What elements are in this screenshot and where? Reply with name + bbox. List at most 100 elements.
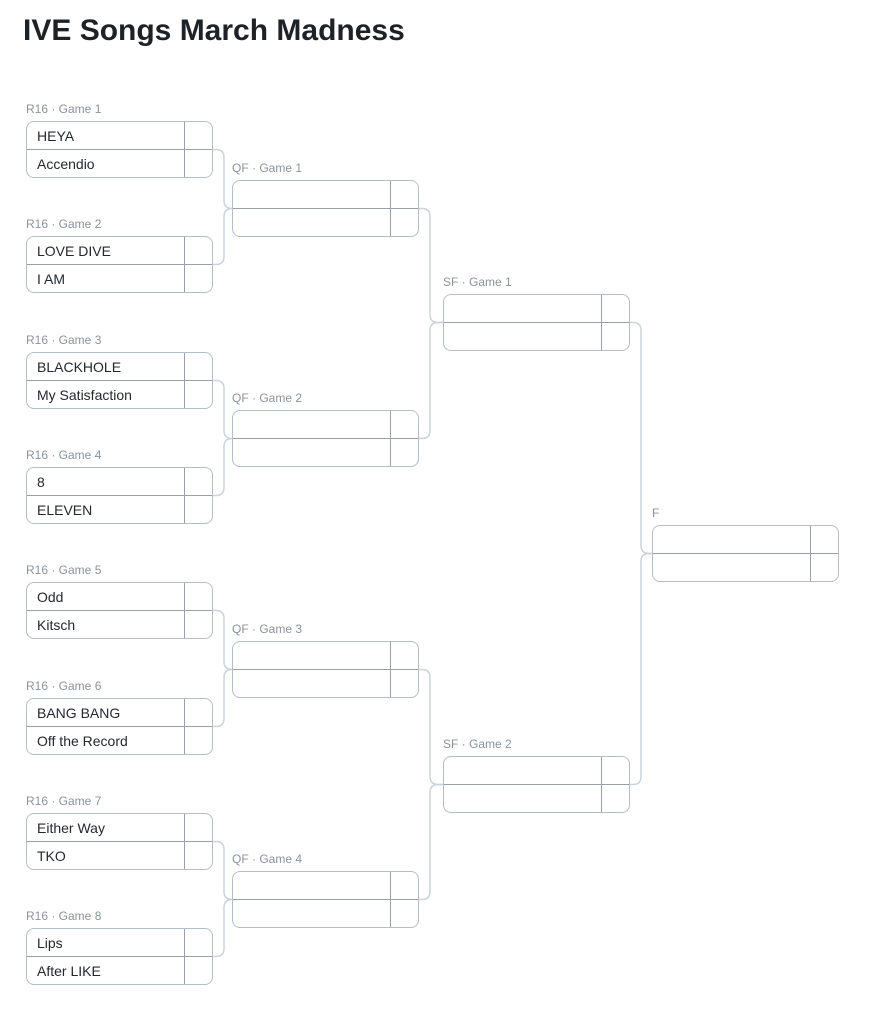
team-score-cell (184, 265, 212, 292)
team-name: Lips (37, 934, 63, 951)
team-name (233, 209, 390, 236)
team-score-cell (601, 757, 629, 784)
match-f-1: F (652, 506, 839, 582)
team-name (653, 554, 810, 581)
team-name: I AM (37, 270, 66, 287)
match-label: R16 · Game 6 (26, 679, 102, 693)
match-box (652, 525, 839, 582)
match-qf-1: QF · Game 1 (232, 161, 419, 237)
team-slot[interactable] (233, 208, 418, 236)
team-slot[interactable]: ELEVEN (27, 495, 212, 523)
match-label: F (652, 506, 660, 520)
team-score-cell (184, 583, 212, 610)
team-slot[interactable]: Lips (27, 929, 212, 956)
team-name (444, 785, 601, 812)
team-slot[interactable] (233, 872, 418, 899)
match-label: R16 · Game 1 (26, 102, 102, 116)
match-qf-4: QF · Game 4 (232, 852, 419, 928)
team-name (653, 526, 810, 553)
match-box (443, 756, 630, 813)
team-slot[interactable]: 8 (27, 468, 212, 495)
team-slot[interactable]: Odd (27, 583, 212, 610)
team-slot[interactable]: After LIKE (27, 956, 212, 984)
team-score-cell (184, 929, 212, 956)
team-score-cell (184, 496, 212, 523)
team-slot[interactable]: Accendio (27, 149, 212, 177)
team-slot[interactable]: LOVE DIVE (27, 237, 212, 264)
team-name: BLACKHOLE (37, 358, 122, 375)
team-name (444, 757, 601, 784)
match-box (232, 410, 419, 467)
team-score-cell (601, 295, 629, 322)
team-slot[interactable] (653, 526, 838, 553)
team-name (444, 323, 601, 350)
team-slot[interactable]: I AM (27, 264, 212, 292)
team-slot[interactable] (233, 669, 418, 697)
match-label: R16 · Game 7 (26, 794, 102, 808)
match-box: BLACKHOLE My Satisfaction (26, 352, 213, 409)
match-box: BANG BANG Off the Record (26, 698, 213, 755)
team-slot[interactable] (233, 899, 418, 927)
team-slot[interactable] (444, 295, 629, 322)
match-box (443, 294, 630, 351)
match-label: QF · Game 1 (232, 161, 303, 175)
team-name (233, 642, 390, 669)
team-score-cell (184, 814, 212, 841)
team-slot[interactable] (233, 642, 418, 669)
team-score-cell (184, 381, 212, 408)
match-label: QF · Game 2 (232, 391, 303, 405)
match-label: SF · Game 2 (443, 737, 512, 751)
team-score-cell (390, 872, 418, 899)
match-label: R16 · Game 8 (26, 909, 102, 923)
team-score-cell (184, 122, 212, 149)
team-slot[interactable]: HEYA (27, 122, 212, 149)
team-score-cell (390, 670, 418, 697)
team-slot[interactable]: Either Way (27, 814, 212, 841)
team-name: BANG BANG (37, 704, 121, 721)
team-slot[interactable] (444, 322, 629, 350)
team-slot[interactable] (444, 784, 629, 812)
match-sf-1: SF · Game 1 (443, 275, 630, 351)
team-slot[interactable]: Kitsch (27, 610, 212, 638)
team-score-cell (390, 900, 418, 927)
team-name: Either Way (37, 819, 105, 836)
team-name: After LIKE (37, 962, 101, 979)
match-label: R16 · Game 3 (26, 333, 102, 347)
team-name (233, 411, 390, 438)
team-score-cell (601, 785, 629, 812)
match-qf-3: QF · Game 3 (232, 622, 419, 698)
team-score-cell (184, 150, 212, 177)
team-name: TKO (37, 847, 66, 864)
match-r16-3: R16 · Game 3 BLACKHOLE My Satisfaction (26, 333, 213, 409)
team-slot[interactable]: BANG BANG (27, 699, 212, 726)
match-box (232, 871, 419, 928)
team-score-cell (390, 411, 418, 438)
team-slot[interactable]: TKO (27, 841, 212, 869)
team-score-cell (184, 611, 212, 638)
team-name (233, 872, 390, 899)
team-slot[interactable] (444, 757, 629, 784)
team-score-cell (184, 842, 212, 869)
team-slot[interactable] (233, 438, 418, 466)
team-slot[interactable] (233, 411, 418, 438)
team-slot[interactable]: My Satisfaction (27, 380, 212, 408)
team-name: Kitsch (37, 616, 76, 633)
team-score-cell (390, 209, 418, 236)
team-slot[interactable] (653, 553, 838, 581)
team-name (233, 181, 390, 208)
team-slot[interactable]: BLACKHOLE (27, 353, 212, 380)
team-name: 8 (37, 473, 45, 490)
team-score-cell (184, 727, 212, 754)
team-slot[interactable] (233, 181, 418, 208)
team-slot[interactable]: Off the Record (27, 726, 212, 754)
match-r16-6: R16 · Game 6 BANG BANG Off the Record (26, 679, 213, 755)
team-score-cell (184, 699, 212, 726)
match-sf-2: SF · Game 2 (443, 737, 630, 813)
